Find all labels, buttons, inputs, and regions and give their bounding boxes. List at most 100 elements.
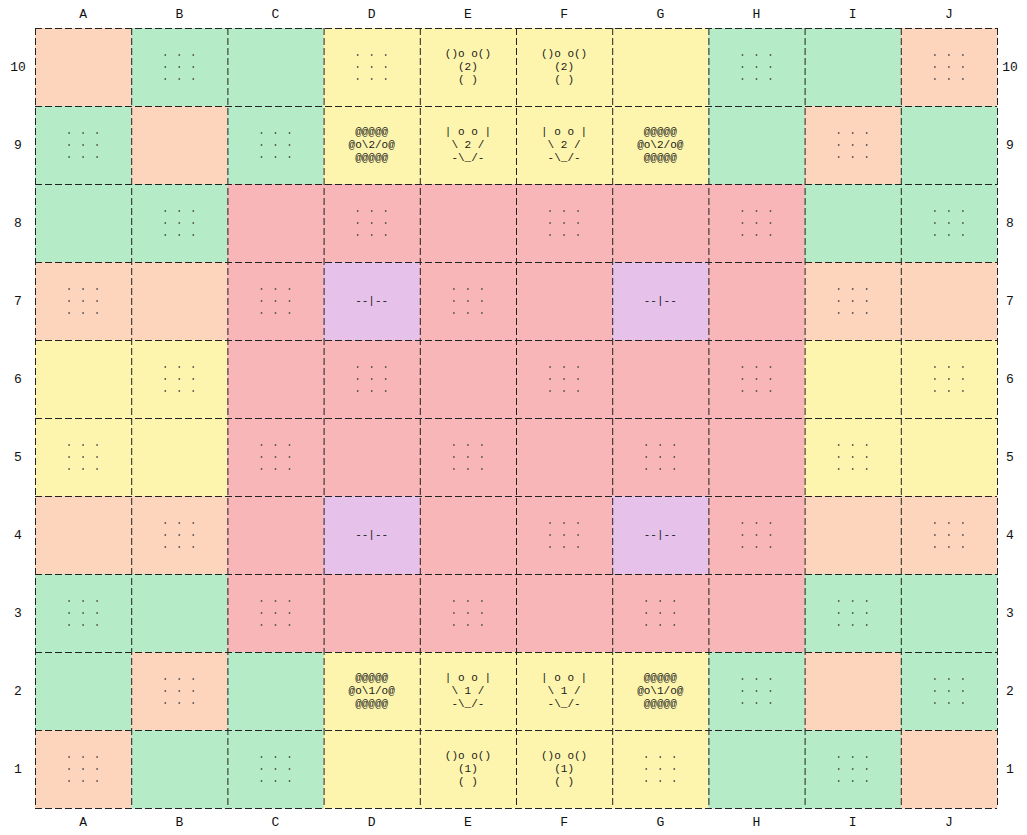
square-dot: [261, 768, 263, 770]
square-dot: [371, 222, 373, 224]
square-dot: [178, 234, 180, 236]
square-dot: [178, 78, 180, 80]
board-coordinate: 4: [14, 528, 22, 543]
square-dot: [68, 612, 70, 614]
square-dot: [563, 222, 565, 224]
square-dot: [96, 132, 98, 134]
piece-glyph: @o\2/o@: [349, 139, 395, 152]
square-dot: [289, 624, 291, 626]
square-dot: [178, 210, 180, 212]
piece-glyph: \ 1 /: [548, 685, 581, 698]
square-dot: [275, 600, 277, 602]
board-coordinate: B: [175, 7, 183, 22]
board-square: [35, 262, 132, 341]
square-dot: [852, 144, 854, 146]
board-square: [612, 106, 709, 185]
square-dot: [742, 534, 744, 536]
square-dot: [275, 468, 277, 470]
square-dot: [577, 222, 579, 224]
square-dot: [192, 234, 194, 236]
square-dot: [770, 522, 772, 524]
square-dot: [481, 444, 483, 446]
board-square: [227, 106, 324, 185]
board-square: [35, 574, 132, 653]
piece-glyph: --|--: [355, 295, 388, 308]
square-dot: [453, 468, 455, 470]
board-square: [901, 28, 998, 107]
square-dot: [192, 54, 194, 56]
square-dot: [934, 522, 936, 524]
square-dot: [838, 156, 840, 158]
board-square: [805, 574, 902, 653]
piece-glyph: -\_/-: [548, 698, 581, 711]
game-piece: @@@@@@o\2/o@@@@@@: [324, 106, 420, 184]
board-coordinate: 2: [1006, 684, 1014, 699]
square-dot: [563, 210, 565, 212]
square-dot: [673, 624, 675, 626]
board-square: [516, 652, 613, 731]
square-dot: [68, 312, 70, 314]
square-dot: [164, 66, 166, 68]
square-dot: [756, 378, 758, 380]
square-dot: [673, 456, 675, 458]
square-dot: [577, 546, 579, 548]
board-coordinate: 2: [14, 684, 22, 699]
square-dot: [962, 66, 964, 68]
board-square: [420, 652, 517, 731]
square-dot: [289, 288, 291, 290]
piece-glyph: | o o |: [445, 672, 491, 685]
square-dot: [178, 690, 180, 692]
square-dot: [838, 288, 840, 290]
square-dot: [68, 288, 70, 290]
square-dot: [178, 54, 180, 56]
piece-glyph: @@@@@: [644, 152, 677, 165]
square-dot: [866, 156, 868, 158]
square-dot: [756, 366, 758, 368]
grid-line: [997, 28, 998, 808]
square-dot: [467, 600, 469, 602]
square-dot: [577, 534, 579, 536]
square-dot: [82, 456, 84, 458]
square-dot: [563, 534, 565, 536]
board-square: [901, 262, 998, 341]
square-dot: [96, 600, 98, 602]
square-dot: [549, 546, 551, 548]
board-square: [805, 652, 902, 731]
board-square: [420, 340, 517, 419]
square-dot: [852, 444, 854, 446]
square-dot: [563, 546, 565, 548]
square-dot: [577, 522, 579, 524]
square-dot: [852, 624, 854, 626]
square-dot: [178, 66, 180, 68]
square-dot: [275, 780, 277, 782]
square-dot: [82, 600, 84, 602]
square-dot: [261, 612, 263, 614]
board-square: [708, 418, 805, 497]
square-dot: [192, 702, 194, 704]
board-coordinate: H: [753, 815, 761, 830]
square-dot: [289, 156, 291, 158]
board-square: [35, 340, 132, 419]
square-dot: [164, 210, 166, 212]
board-coordinate: 1: [1006, 762, 1014, 777]
square-dot: [934, 234, 936, 236]
square-dot: [756, 546, 758, 548]
square-dot: [948, 210, 950, 212]
square-dot: [549, 234, 551, 236]
board-square: [708, 574, 805, 653]
square-dot: [82, 312, 84, 314]
board-square: [420, 496, 517, 575]
piece-glyph: | o o |: [541, 672, 587, 685]
square-dot: [577, 390, 579, 392]
square-dot: [549, 366, 551, 368]
board-coordinate: 4: [1006, 528, 1014, 543]
board-coordinate: 9: [1006, 138, 1014, 153]
square-dot: [838, 756, 840, 758]
square-dot: [289, 756, 291, 758]
board-coordinate: 10: [10, 60, 26, 75]
square-dot: [453, 300, 455, 302]
board-square: [227, 730, 324, 809]
board-coordinate: J: [945, 7, 953, 22]
square-dot: [838, 780, 840, 782]
